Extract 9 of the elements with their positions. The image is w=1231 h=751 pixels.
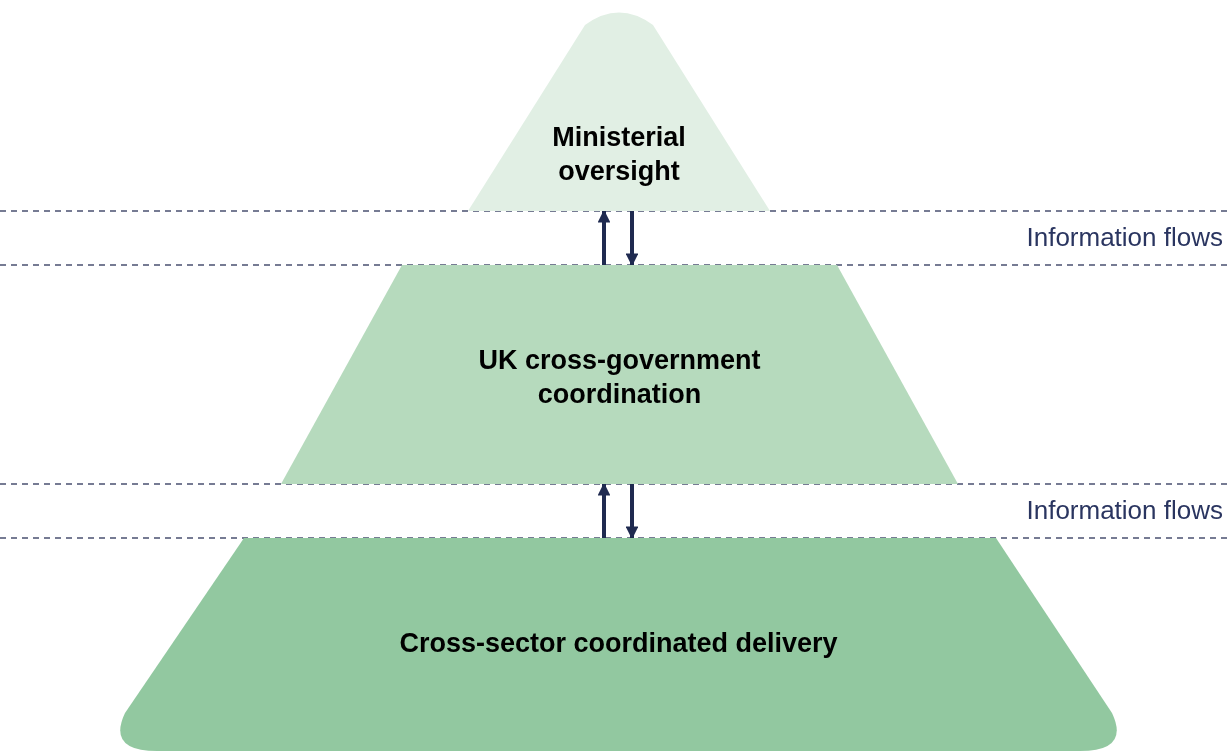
arrow <box>625 211 639 267</box>
flow-label: Information flows <box>1026 495 1223 526</box>
arrow <box>625 484 639 540</box>
arrow <box>597 209 611 265</box>
tier-label: Cross-sector coordinated delivery <box>398 627 839 660</box>
arrow <box>597 482 611 538</box>
tier-label: UK cross-government coordination <box>477 344 762 411</box>
flow-label: Information flows <box>1026 222 1223 253</box>
tier-label: Ministerial oversight <box>551 121 687 188</box>
